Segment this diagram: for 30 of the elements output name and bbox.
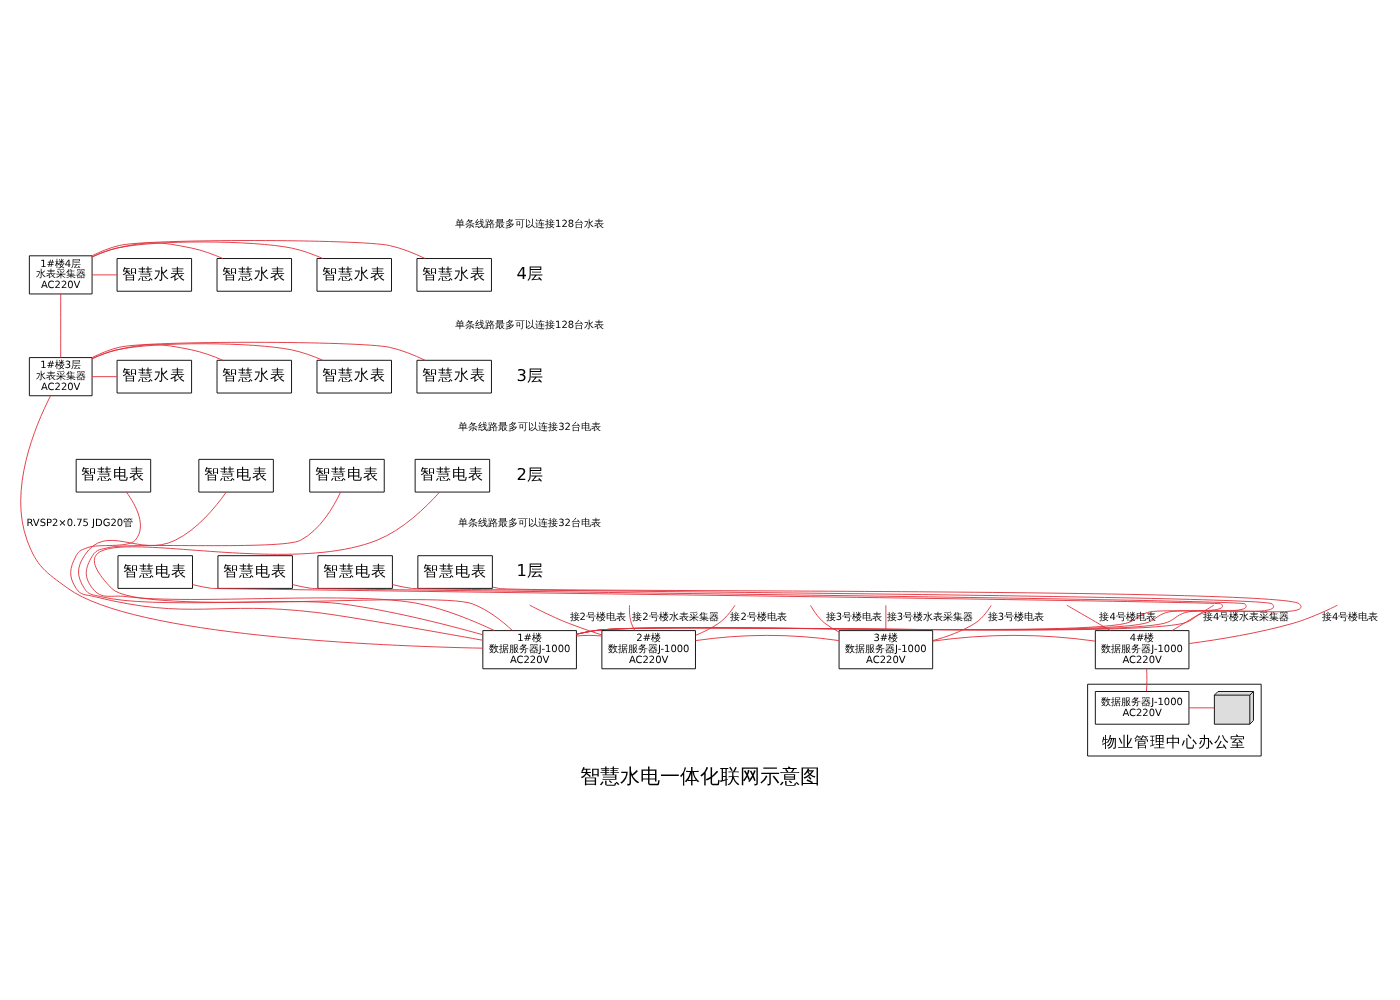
connector [91, 274, 118, 276]
diagram-title: 智慧水电一体化联网示意图 [580, 766, 820, 789]
connector [695, 634, 840, 642]
connector [932, 634, 1096, 642]
connector [91, 240, 426, 259]
label: 2层 [516, 463, 543, 484]
connector [91, 344, 224, 361]
connector [1066, 604, 1111, 631]
connector [576, 634, 603, 637]
connector [91, 376, 118, 378]
connector [60, 293, 62, 358]
connector [1146, 668, 1148, 692]
connector [932, 604, 992, 642]
connector [629, 604, 636, 631]
label: 4层 [516, 262, 543, 283]
connector [91, 341, 426, 361]
connector [695, 604, 736, 636]
connector [529, 604, 603, 636]
label: 3层 [516, 364, 543, 385]
connector [492, 586, 1302, 635]
connector [91, 242, 224, 259]
connector [91, 241, 324, 259]
connector [1171, 604, 1215, 631]
connector [91, 343, 324, 361]
connector [885, 604, 887, 631]
connector [20, 395, 484, 649]
connector [1188, 707, 1215, 709]
connector [1188, 604, 1338, 645]
label: 1层 [516, 560, 543, 581]
connector [810, 604, 840, 633]
